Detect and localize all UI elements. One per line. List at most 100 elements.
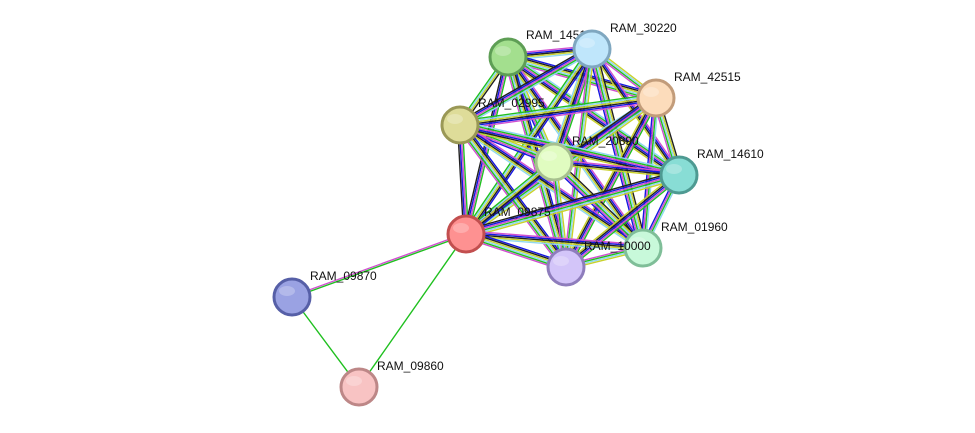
node-highlight — [643, 87, 659, 97]
edge-RAM_09875-RAM_09860 — [358, 233, 467, 388]
node-ram-20890[interactable]: RAM_20890 — [534, 134, 639, 182]
node-ram-30220[interactable]: RAM_30220 — [572, 21, 677, 69]
edge-evidence-line — [565, 97, 657, 268]
edge-evidence-line — [553, 160, 680, 175]
edge-evidence-line — [459, 123, 680, 175]
node-circle[interactable] — [636, 78, 676, 118]
edge-evidence-line — [460, 49, 594, 128]
node-highlight — [495, 46, 511, 56]
edge-evidence-line — [563, 96, 656, 267]
edge-evidence-line — [465, 175, 680, 236]
node-ram-14610[interactable]: RAM_14610 — [659, 147, 764, 195]
edge-evidence-line — [552, 161, 644, 250]
edge-evidence-line — [458, 93, 657, 122]
node-highlight — [666, 164, 682, 174]
node-circle[interactable] — [339, 367, 379, 407]
node-circle[interactable] — [546, 247, 586, 287]
node-highlight — [579, 38, 595, 48]
edge-evidence-line — [550, 164, 641, 252]
edge-evidence-line — [465, 176, 681, 238]
edge-evidence-line — [553, 162, 680, 177]
edge-evidence-line — [556, 158, 647, 246]
node-circle[interactable] — [446, 214, 486, 254]
node-highlight — [541, 151, 557, 161]
edge-evidence-line — [590, 48, 643, 249]
edge-evidence-line — [458, 94, 657, 124]
node-label: RAM_1451 — [526, 28, 586, 42]
edge-evidence-line — [460, 120, 681, 172]
node-circle[interactable] — [623, 228, 663, 268]
node-label: RAM_20890 — [572, 134, 639, 148]
edge-evidence-line — [460, 51, 595, 129]
edge-evidence-line — [457, 45, 592, 123]
node-ram-10000[interactable]: RAM_10000 — [546, 239, 651, 287]
node-ram-09870[interactable]: RAM_09870 — [272, 269, 377, 317]
node-label: RAM_01960 — [661, 220, 728, 234]
node-label: RAM_30220 — [610, 21, 677, 35]
node-label: RAM_14610 — [697, 147, 764, 161]
edge-evidence-line — [566, 175, 681, 269]
node-ram-09860[interactable]: RAM_09860 — [339, 359, 444, 407]
edge-RAM_14610-RAM_09875 — [464, 170, 681, 239]
edge-evidence-line — [459, 48, 593, 126]
edge-RAM_09875-RAM_09870 — [291, 232, 467, 299]
edge-evidence-line — [459, 121, 681, 174]
node-ram-02995[interactable]: RAM_02995 — [440, 96, 545, 145]
edge-evidence-line — [553, 163, 680, 179]
edge-evidence-line — [553, 160, 645, 249]
edge-RAM_20890-RAM_01960 — [550, 158, 647, 252]
edge-evidence-line — [358, 233, 467, 388]
edge-evidence-line — [465, 234, 644, 251]
edge-evidence-line — [291, 232, 467, 297]
nodes-layer: RAM_1451 RAM_30220RAM_42515RAM_02995RAM_2… — [272, 21, 764, 407]
edge-evidence-line — [291, 234, 467, 299]
node-highlight — [630, 237, 646, 247]
edge-evidence-line — [554, 159, 646, 247]
node-label: RAM_09870 — [310, 269, 377, 283]
edge-evidence-line — [465, 231, 644, 248]
edge-evidence-line — [565, 174, 680, 268]
node-highlight — [447, 114, 463, 124]
node-highlight — [453, 223, 469, 233]
edge-evidence-line — [465, 230, 644, 246]
edge-evidence-line — [465, 173, 680, 234]
edge-evidence-line — [458, 46, 592, 125]
edge-evidence-line — [551, 163, 643, 251]
edge-RAM_30220-RAM_02995 — [457, 45, 595, 129]
node-label: RAM_42515 — [674, 70, 741, 84]
edge-evidence-line — [563, 171, 678, 266]
edge-evidence-line — [567, 176, 682, 271]
node-circle[interactable] — [272, 277, 312, 317]
edge-evidence-line — [459, 99, 658, 129]
node-highlight — [553, 256, 569, 266]
edge-evidence-line — [465, 233, 644, 249]
edge-evidence-line — [459, 101, 658, 130]
node-label: RAM_09875 — [484, 205, 551, 219]
node-circle[interactable] — [659, 155, 699, 195]
edge-evidence-line — [464, 171, 680, 233]
node-label: RAM_09860 — [377, 359, 444, 373]
node-ram-42515[interactable]: RAM_42515 — [636, 70, 741, 118]
node-circle[interactable] — [440, 105, 480, 145]
edge-evidence-line — [562, 95, 654, 267]
edge-evidence-line — [564, 173, 679, 267]
edge-RAM_42515-RAM_02995 — [458, 93, 658, 130]
node-circle[interactable] — [572, 29, 612, 69]
node-label: RAM_10000 — [584, 239, 651, 253]
edge-evidence-line — [466, 178, 681, 239]
edge-evidence-line — [567, 48, 596, 268]
edge-evidence-line — [459, 96, 657, 125]
node-ram-09875[interactable]: RAM_09875 — [446, 205, 551, 254]
node-highlight — [346, 376, 362, 386]
edge-evidence-line — [458, 125, 643, 251]
node-ram-14510[interactable]: RAM_1451 — [488, 28, 586, 77]
edge-evidence-line — [595, 47, 648, 248]
edge-evidence-line — [464, 170, 679, 231]
node-ram-01960[interactable]: RAM_01960 — [623, 220, 728, 268]
edge-evidence-line — [553, 158, 680, 174]
edge-evidence-line — [459, 98, 657, 127]
node-circle[interactable] — [534, 142, 574, 182]
edge-evidence-line — [503, 57, 563, 269]
node-circle[interactable] — [488, 37, 528, 77]
